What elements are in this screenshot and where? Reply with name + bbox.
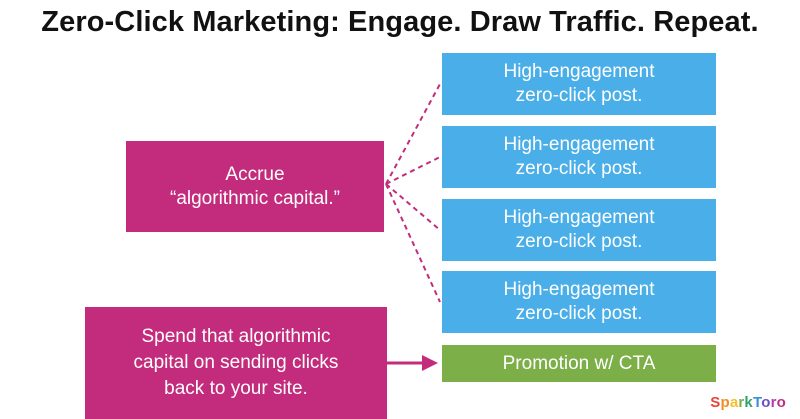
connector-to-post-2 — [385, 156, 441, 185]
post-box-line-2: zero-click post. — [515, 85, 643, 106]
connector-to-post-1 — [385, 83, 441, 185]
spend-capital-box: Spend that algorithmic capital on sendin… — [85, 307, 387, 419]
post-box-line-2: zero-click post. — [515, 231, 643, 252]
promotion-cta-box: Promotion w/ CTA — [442, 345, 716, 382]
post-box-3: High-engagement zero-click post. — [442, 199, 716, 261]
post-box-line-2: zero-click post. — [515, 158, 643, 179]
arrow-head-icon — [422, 355, 438, 371]
spend-line-1: Spend that algorithmic — [141, 326, 331, 347]
accrue-line-2: “algorithmic capital.” — [170, 187, 340, 209]
spend-line-3: back to your site. — [164, 378, 308, 399]
post-box-1: High-engagement zero-click post. — [442, 53, 716, 115]
post-box-2: High-engagement zero-click post. — [442, 126, 716, 188]
promotion-label: Promotion w/ CTA — [502, 352, 656, 374]
post-box-line-1: High-engagement — [503, 279, 655, 300]
spend-line-2: capital on sending clicks — [133, 352, 339, 373]
slide-title: Zero-Click Marketing: Engage. Draw Traff… — [41, 6, 759, 38]
accrue-line-1: Accrue — [225, 163, 285, 185]
connector-to-post-3 — [385, 183, 441, 231]
post-box-line-1: High-engagement — [503, 207, 655, 228]
sparktoro-logo: SparkToro — [710, 394, 786, 411]
post-box-line-2: zero-click post. — [515, 303, 643, 324]
post-box-4: High-engagement zero-click post. — [442, 271, 716, 333]
accrue-capital-box: Accrue “algorithmic capital.” — [126, 141, 384, 232]
connector-to-post-4 — [385, 183, 441, 303]
post-box-line-1: High-engagement — [503, 134, 655, 155]
post-box-line-1: High-engagement — [503, 61, 655, 82]
